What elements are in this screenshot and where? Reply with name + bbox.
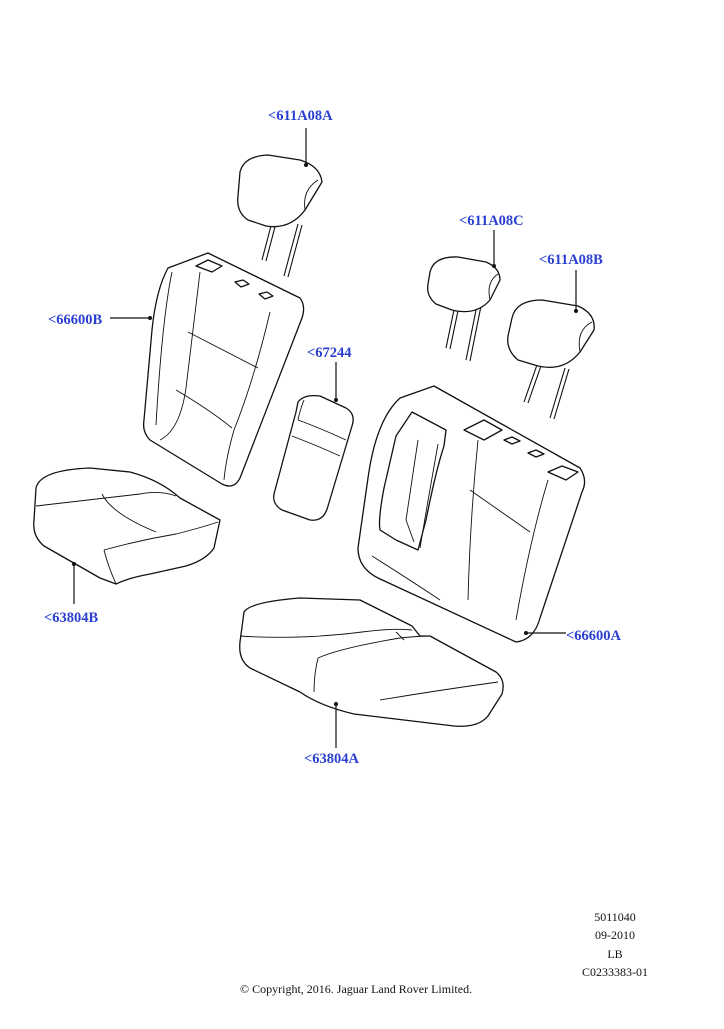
illustration-region: LB — [607, 947, 623, 961]
seat-back-66600b-drawing — [142, 252, 305, 487]
illustration-code: 5011040 — [594, 910, 636, 924]
headrest-611a08b-drawing — [507, 299, 595, 420]
callout-611a08b[interactable]: <611A08B — [539, 252, 603, 268]
seat-cushion-63804b-drawing — [33, 467, 221, 585]
callout-63804b[interactable]: <63804B — [44, 610, 99, 626]
headrest-611a08c-drawing — [427, 256, 501, 362]
seat-back-66600a-drawing — [357, 385, 586, 643]
headrest-611a08a-drawing — [237, 154, 323, 278]
callout-63804a[interactable]: <63804A — [304, 751, 359, 767]
armrest-67244-drawing — [273, 394, 354, 521]
leader-lines — [72, 128, 578, 748]
callout-66600b[interactable]: <66600B — [48, 312, 103, 328]
seat-cushion-63804a-drawing — [239, 597, 504, 727]
callout-67244[interactable]: <67244 — [307, 345, 352, 361]
illustration-ref-code: C0233383-01 — [582, 965, 648, 979]
copyright-notice: © Copyright, 2016. Jaguar Land Rover Lim… — [240, 982, 473, 996]
illustration-date: 09-2010 — [595, 928, 635, 942]
callout-611a08a[interactable]: <611A08A — [268, 108, 333, 124]
callout-66600a[interactable]: <66600A — [566, 628, 621, 644]
callout-611a08c[interactable]: <611A08C — [459, 213, 524, 229]
